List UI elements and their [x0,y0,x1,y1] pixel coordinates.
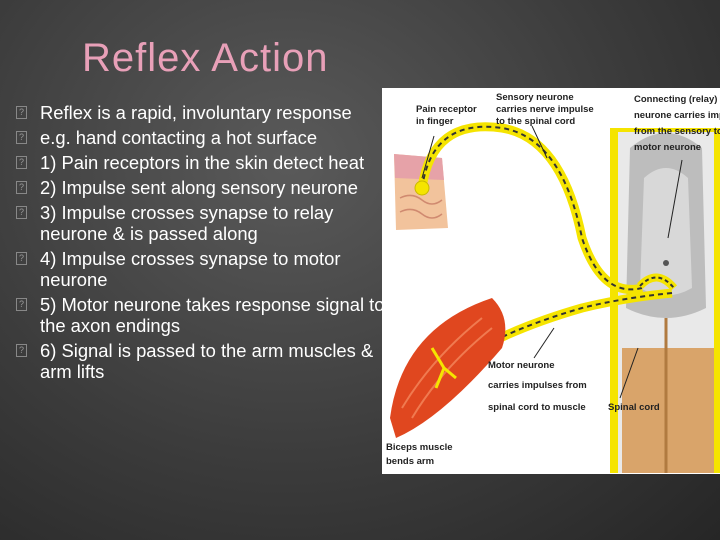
box-bullet-icon: ? [16,181,27,194]
label-motor-2: carries impulses from [488,380,587,391]
bullet-item: ? 6) Signal is passed to the arm muscles … [16,340,388,382]
bullet-item: ? e.g. hand contacting a hot surface [16,127,388,148]
bullet-list: ? Reflex is a rapid, involuntary response… [16,102,388,386]
label-sensory-neurone: Sensory neurone [496,92,574,103]
bullet-item: ? 4) Impulse crosses synapse to motor neu… [16,248,388,290]
box-bullet-icon: ? [16,344,27,357]
label-motor-3: spinal cord to muscle [488,402,586,413]
label-biceps: Biceps muscle [386,442,453,453]
sensory-neurone [417,122,644,294]
label-pain-receptor-2: in finger [416,116,454,127]
bullet-text: 4) Impulse crosses synapse to motor neur… [40,248,341,290]
bullet-text: 5) Motor neurone takes response signal t… [40,294,385,336]
box-bullet-icon: ? [16,206,27,219]
label-connecting-4: motor neurone [634,142,701,153]
bullet-item: ? 1) Pain receptors in the skin detect he… [16,152,388,173]
label-pain-receptor: Pain receptor [416,104,477,115]
label-sensory-2: carries nerve impulse [496,104,594,115]
bullet-item: ? 5) Motor neurone takes response signal … [16,294,388,336]
label-spinal-cord: Spinal cord [608,402,660,413]
label-connecting-3: from the sensory to the [634,126,720,137]
spinal-cord [610,128,720,473]
reflex-arc-diagram: Pain receptor in finger Sensory neurone … [382,88,720,474]
slide-title: Reflex Action [82,36,329,80]
bullet-text: Reflex is a rapid, involuntary response [40,102,352,123]
bullet-item: ? 2) Impulse sent along sensory neurone [16,177,388,198]
label-connecting-neurone: Connecting (relay) [634,94,717,105]
box-bullet-icon: ? [16,131,27,144]
box-bullet-icon: ? [16,106,27,119]
biceps-muscle [390,298,506,438]
bullet-text: 3) Impulse crosses synapse to relay neur… [40,202,334,244]
box-bullet-icon: ? [16,298,27,311]
label-sensory-3: to the spinal cord [496,116,575,127]
bullet-text: e.g. hand contacting a hot surface [40,127,318,148]
bullet-item: ? 3) Impulse crosses synapse to relay neu… [16,202,388,244]
bullet-item: ? Reflex is a rapid, involuntary response [16,102,388,123]
bullet-text: 2) Impulse sent along sensory neurone [40,177,358,198]
label-connecting-2: neurone carries impulse [634,110,720,121]
box-bullet-icon: ? [16,156,27,169]
label-motor-neurone: Motor neurone [488,360,555,371]
bullet-text: 1) Pain receptors in the skin detect hea… [40,152,365,173]
bullet-text: 6) Signal is passed to the arm muscles &… [40,340,374,382]
box-bullet-icon: ? [16,252,27,265]
label-biceps-2: bends arm [386,456,434,467]
